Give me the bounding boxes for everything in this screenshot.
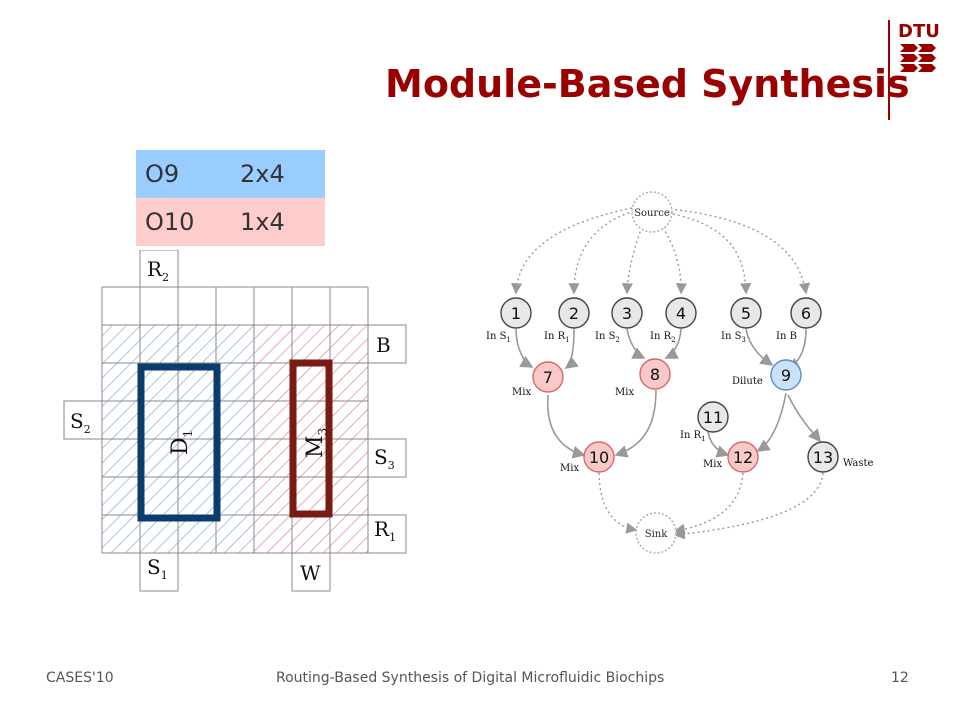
module-table-row: O9 2x4 xyxy=(136,150,325,198)
sequencing-graph: Source Sink 1 In S1 2 In R1 3 In S2 4 In… xyxy=(486,191,874,554)
port-s3-label: S3 xyxy=(374,445,395,472)
size-cell: 1x4 xyxy=(240,208,285,236)
source-node xyxy=(631,191,673,233)
graph-node-10 xyxy=(583,441,615,473)
module-m3 xyxy=(289,359,333,518)
node-1-number: 1 xyxy=(511,304,521,323)
node-3-number: 3 xyxy=(622,304,632,323)
node-10-label: Mix xyxy=(560,463,579,474)
port-s2 xyxy=(63,400,103,440)
node-5-label: In S3 xyxy=(721,331,746,344)
source-label: Source xyxy=(634,208,670,219)
port-r2 xyxy=(139,250,179,288)
node-12-label: Mix xyxy=(703,459,722,470)
node-1-label: In S1 xyxy=(486,331,511,344)
port-b-label: B xyxy=(376,333,391,357)
node-8-label: Mix xyxy=(615,387,634,398)
module-d1-label: D1 xyxy=(168,430,195,455)
svg-text:DTU: DTU xyxy=(898,21,940,42)
footer-paper-title: Routing-Based Synthesis of Digital Micro… xyxy=(276,670,665,686)
footer-conference: CASES'10 xyxy=(46,670,114,686)
graph-node-3 xyxy=(611,297,643,329)
operation-cell: O9 xyxy=(145,160,180,188)
port-r2-label: R2 xyxy=(147,257,169,284)
port-r1-label: R1 xyxy=(374,517,396,544)
sink-edges xyxy=(598,472,824,540)
module-table-row: O10 1x4 xyxy=(136,198,325,246)
graph-node-8 xyxy=(639,358,671,390)
graph-node-7 xyxy=(532,361,564,393)
node-2-number: 2 xyxy=(569,304,579,323)
graph-node-13 xyxy=(807,441,839,473)
node-8-number: 8 xyxy=(650,365,660,384)
node-5-number: 5 xyxy=(741,304,751,323)
graph-node-4 xyxy=(665,297,697,329)
node-4-label: In R2 xyxy=(650,331,676,344)
port-w xyxy=(291,552,331,592)
dtu-logo: DTU xyxy=(898,21,940,72)
logo-divider xyxy=(888,20,890,120)
node-11-number: 11 xyxy=(703,408,723,427)
graph-node-2 xyxy=(558,297,590,329)
graph-node-11 xyxy=(697,401,729,433)
node-13-number: 13 xyxy=(813,448,833,467)
node-6-number: 6 xyxy=(801,304,811,323)
node-13-label: Waste xyxy=(843,458,874,469)
size-cell: 2x4 xyxy=(240,160,285,188)
port-s2-label: S2 xyxy=(70,409,91,436)
port-s1 xyxy=(139,552,179,592)
sink-label: Sink xyxy=(645,529,668,540)
port-s1-label: S1 xyxy=(147,555,168,582)
sink-node xyxy=(635,512,677,554)
node-11-label: In R1 xyxy=(680,430,706,443)
node-4-number: 4 xyxy=(676,304,686,323)
operation-cell: O10 xyxy=(145,208,195,236)
node-12-number: 12 xyxy=(733,448,753,467)
port-b xyxy=(367,324,407,364)
node-6-label: In B xyxy=(776,331,797,342)
node-9-label: Dilute xyxy=(732,376,763,387)
module-m3-label: M3 xyxy=(303,428,330,458)
graph-node-1 xyxy=(500,297,532,329)
graph-node-9 xyxy=(770,359,802,391)
node-3-label: In S2 xyxy=(595,331,620,344)
node-7-number: 7 xyxy=(543,368,553,387)
port-w-label: W xyxy=(300,561,321,585)
node-2-label: In R1 xyxy=(544,331,570,344)
biochip-grid: R2 B S2 S3 R1 S1 W D1 M3 xyxy=(63,250,407,592)
graph-node-6 xyxy=(790,297,822,329)
operation-edges xyxy=(515,328,822,459)
footer-page-number: 12 xyxy=(891,670,909,686)
node-9-number: 9 xyxy=(781,366,791,385)
node-10-number: 10 xyxy=(589,448,609,467)
node-7-label: Mix xyxy=(512,387,531,398)
graph-node-12 xyxy=(727,441,759,473)
source-edges xyxy=(510,207,810,295)
graph-node-5 xyxy=(730,297,762,329)
port-s3 xyxy=(367,438,407,478)
port-r1 xyxy=(367,514,407,554)
module-d1 xyxy=(137,363,221,522)
slide-title: Module-Based Synthesis xyxy=(385,62,910,106)
